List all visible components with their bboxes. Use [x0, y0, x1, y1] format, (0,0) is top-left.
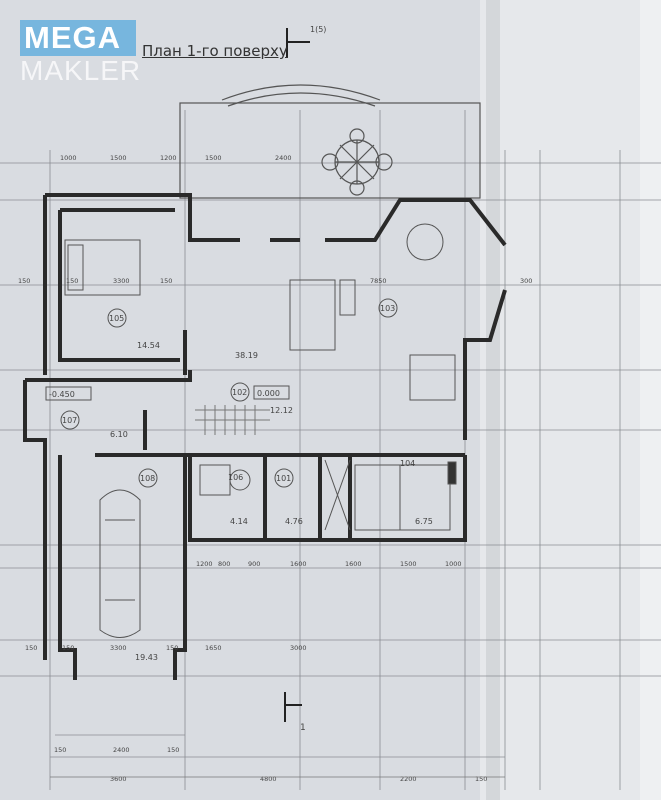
room-number: 103: [380, 304, 395, 313]
svg-text:1000: 1000: [445, 560, 462, 568]
room-area: 14.54: [137, 341, 160, 350]
svg-text:150: 150: [25, 644, 37, 652]
svg-text:4800: 4800: [260, 775, 277, 783]
terrace: [179, 84, 481, 199]
room-number: 107: [62, 416, 77, 425]
svg-text:3300: 3300: [110, 644, 127, 652]
svg-text:150: 150: [18, 277, 30, 285]
room-number: 102: [232, 388, 247, 397]
room-number: 108: [140, 474, 155, 483]
room-area: 6.75: [415, 517, 433, 526]
svg-text:2200: 2200: [400, 775, 417, 783]
svg-text:3000: 3000: [290, 644, 307, 652]
svg-text:150: 150: [475, 775, 487, 783]
svg-text:150: 150: [66, 277, 78, 285]
svg-text:150: 150: [54, 746, 66, 754]
watermark-mega: MEGA: [20, 20, 136, 56]
svg-text:150: 150: [62, 644, 74, 652]
svg-text:900: 900: [248, 560, 260, 568]
room-number: 104: [400, 459, 415, 468]
dimension-labels: 1000 1500 1200 1500 2400 150 150 3300 150 78…: [18, 154, 532, 783]
section-label-bottom: 1: [300, 723, 306, 733]
grid-lines: [0, 110, 661, 790]
room-area: 4.76: [285, 517, 303, 526]
svg-text:150: 150: [166, 644, 178, 652]
section-marks: [284, 28, 310, 722]
svg-text:3600: 3600: [110, 775, 127, 783]
svg-text:1600: 1600: [345, 560, 362, 568]
svg-text:1500: 1500: [205, 154, 222, 162]
svg-text:1650: 1650: [205, 644, 222, 652]
svg-text:300: 300: [520, 277, 532, 285]
room-area: 6.10: [110, 430, 128, 439]
room-level: -0.450: [49, 390, 75, 399]
room-level: 0.000: [257, 389, 280, 398]
svg-text:150: 150: [160, 277, 172, 285]
watermark-logo: MEGA MAKLER: [20, 20, 141, 86]
svg-text:1200: 1200: [160, 154, 177, 162]
svg-text:1200: 1200: [196, 560, 213, 568]
room-number: 101: [276, 474, 291, 483]
svg-text:2400: 2400: [113, 746, 130, 754]
svg-text:1600: 1600: [290, 560, 307, 568]
room-number: 106: [228, 473, 243, 482]
svg-text:1000: 1000: [60, 154, 77, 162]
svg-text:150: 150: [167, 746, 179, 754]
room-labels: 105 14.54 103 38.19 102 12.12 0.000 107 …: [45, 298, 433, 662]
svg-text:7850: 7850: [370, 277, 387, 285]
room-area: 19.43: [135, 653, 158, 662]
walls: [23, 193, 507, 680]
furniture: [64, 223, 457, 638]
room-area: 12.12: [270, 406, 293, 415]
room-number: 105: [109, 314, 124, 323]
room-area: 38.19: [235, 351, 258, 360]
svg-text:3300: 3300: [113, 277, 130, 285]
watermark-makler: MAKLER: [20, 55, 142, 86]
svg-text:2400: 2400: [275, 154, 292, 162]
plan-title: План 1-го поверху: [142, 42, 288, 60]
svg-text:1500: 1500: [400, 560, 417, 568]
svg-text:800: 800: [218, 560, 230, 568]
section-label-top: 1(5): [310, 25, 326, 34]
svg-text:1500: 1500: [110, 154, 127, 162]
room-area: 4.14: [230, 517, 248, 526]
